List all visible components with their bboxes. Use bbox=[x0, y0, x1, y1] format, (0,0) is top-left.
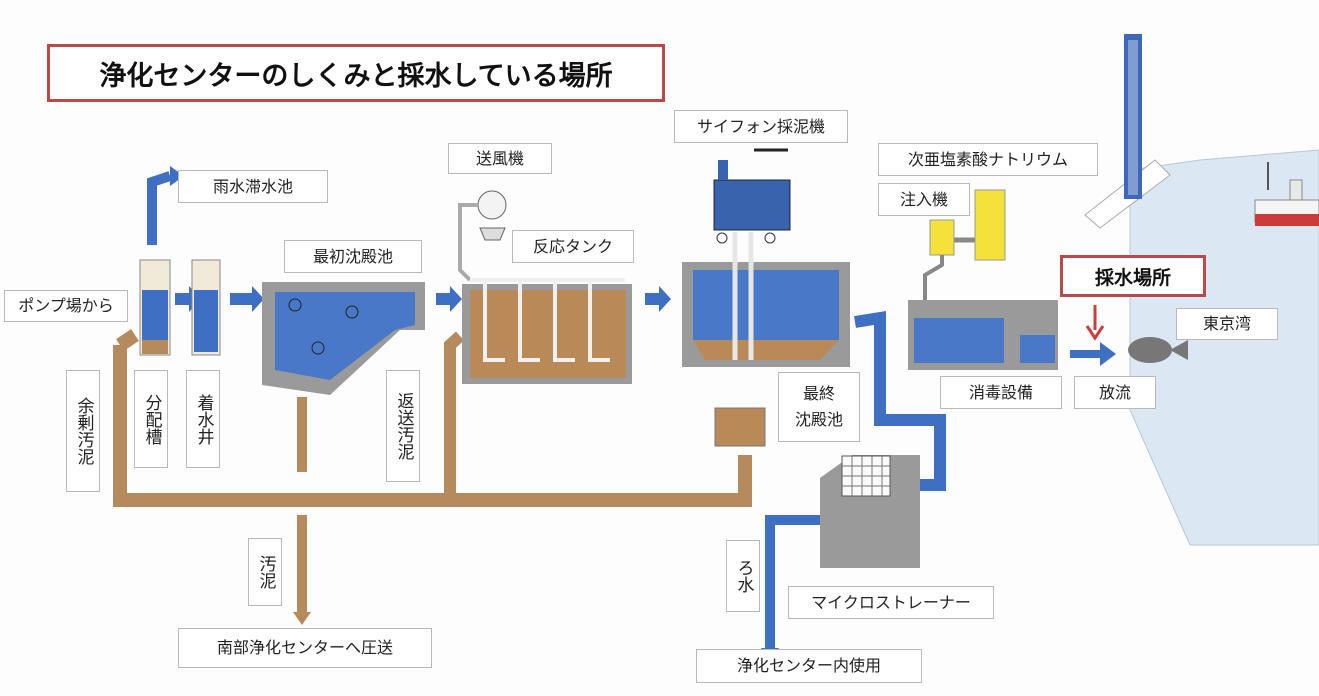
ship-icon bbox=[1254, 162, 1319, 226]
sludge-return-line bbox=[113, 345, 752, 507]
label-filtrate: ろ水 bbox=[726, 540, 760, 612]
label-tokyo-bay: 東京湾 bbox=[1176, 308, 1278, 340]
label-injector: 注入機 bbox=[878, 183, 970, 216]
rain-pond-arrow bbox=[147, 171, 172, 245]
label-sludge: 汚泥 bbox=[248, 538, 282, 606]
label-final-tank: 最終 沈殿池 bbox=[778, 372, 860, 442]
label-discharge: 放流 bbox=[1074, 376, 1156, 409]
label-south-center: 南部浄化センターへ圧送 bbox=[178, 628, 432, 668]
label-disinfection: 消毒設備 bbox=[940, 376, 1062, 409]
label-primary-tank: 最初沈殿池 bbox=[284, 240, 422, 273]
reaction-tank bbox=[462, 278, 632, 384]
label-blower: 送風機 bbox=[448, 143, 552, 174]
filtrate-line bbox=[765, 515, 835, 650]
label-microstrainer: マイクロストレーナー bbox=[788, 586, 994, 619]
injector bbox=[923, 189, 1006, 318]
building bbox=[1124, 34, 1142, 199]
label-distribution-tank: 分配槽 bbox=[134, 370, 168, 468]
label-return-sludge: 返送汚泥 bbox=[386, 370, 420, 482]
siphon-machine bbox=[713, 148, 791, 244]
label-rain-pond: 雨水滞水池 bbox=[178, 170, 328, 203]
final-settling-tank bbox=[682, 232, 850, 447]
tokyo-bay-area bbox=[1129, 149, 1319, 546]
disinfection-tank bbox=[908, 300, 1058, 370]
to-microstrainer-line bbox=[854, 310, 946, 491]
label-receiving-well: 着水井 bbox=[186, 370, 220, 468]
page-title: 浄化センターのしくみと採水している場所 bbox=[47, 44, 665, 102]
receiving-well bbox=[191, 259, 221, 356]
sampling-point-label: 採水場所 bbox=[1060, 255, 1206, 297]
primary-settling-tank bbox=[262, 282, 425, 395]
distribution-tank bbox=[139, 259, 171, 356]
blower-icon bbox=[458, 190, 507, 282]
label-hypochlorite: 次亜塩素酸ナトリウム bbox=[878, 143, 1098, 176]
microstrainer bbox=[820, 455, 920, 568]
label-reaction-tank: 反応タンク bbox=[512, 230, 634, 263]
label-excess-sludge: 余剰汚泥 bbox=[66, 370, 100, 492]
label-pump-station: ポンプ場から bbox=[4, 290, 128, 322]
fish-icon bbox=[1128, 337, 1188, 363]
label-siphon: サイフォン採泥機 bbox=[674, 110, 848, 143]
label-in-plant-use: 浄化センター内使用 bbox=[696, 649, 922, 683]
